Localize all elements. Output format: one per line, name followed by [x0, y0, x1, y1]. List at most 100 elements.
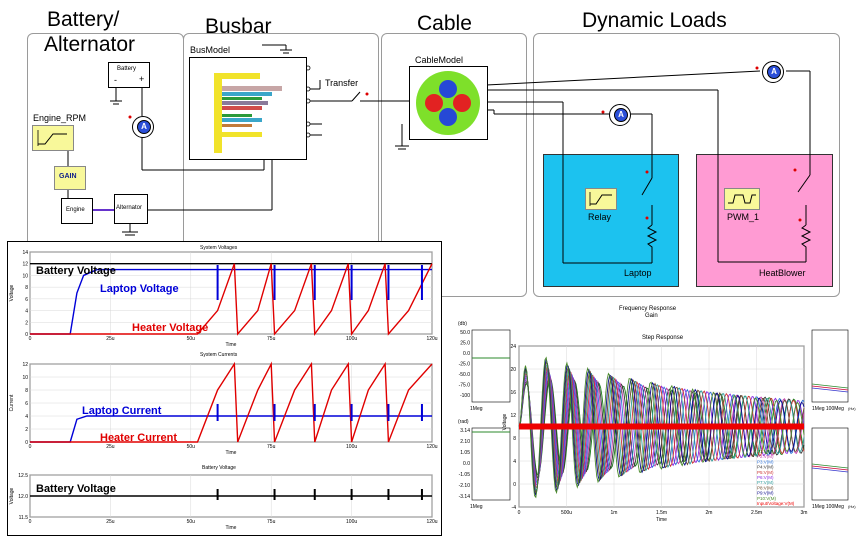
x-tick-label: 75u: [267, 444, 276, 450]
gain-trace: [811, 383, 849, 389]
currents-plot-title: System Currents: [200, 352, 238, 358]
response-trace: [518, 365, 805, 488]
laptop-voltage-label: Laptop Voltage: [100, 283, 179, 295]
x-tick-label: 120u: [426, 519, 437, 525]
section-title-alternator: Alternator: [44, 33, 136, 56]
y-tick-label: -4: [512, 505, 517, 511]
x-tick-label: 100u: [346, 519, 357, 525]
y-tick-label: 24: [510, 344, 516, 350]
rad-tick-label: -3.14: [459, 494, 471, 500]
freq-range-label: 1Meg 100Meg: [812, 504, 844, 510]
gain-subtitle: Gain: [645, 313, 658, 319]
db-tick-label: 0.0: [463, 351, 470, 357]
x-tick-label: 50u: [187, 519, 196, 525]
engine-label: Engine: [66, 207, 85, 213]
x-axis-label: Time: [656, 517, 667, 523]
freq-tick-label: 1Meg: [470, 406, 483, 412]
laptop-load-box[interactable]: [543, 154, 679, 287]
y-tick-label: 4: [25, 414, 28, 420]
cablemodel-block[interactable]: [409, 66, 488, 140]
battery-voltage-label-lower: Battery Voltage: [36, 483, 116, 495]
alternator-label: Alternator: [116, 205, 143, 211]
pwm-label: PWM_1: [727, 212, 760, 222]
battery-block[interactable]: Battery - +: [108, 62, 150, 88]
y-axis-label: Voltage: [9, 284, 15, 301]
y-tick-label: 16: [510, 390, 516, 396]
phase-trace: [811, 463, 849, 469]
rad-tick-label: -1.05: [459, 472, 471, 478]
y-tick-label: 8: [25, 285, 28, 291]
section-title-cable: Cable: [417, 12, 472, 35]
rad-unit-label: (rad): [458, 419, 469, 425]
x-axis-label: Time: [226, 342, 237, 348]
battery-voltage-label: Battery Voltage: [36, 265, 116, 277]
engine-block[interactable]: Engine: [61, 198, 93, 224]
legend-entry: P9:V(M): [757, 491, 774, 496]
laptop-ammeter[interactable]: A: [609, 104, 631, 126]
freq-tick-label: 1Meg: [470, 504, 483, 510]
y-tick-label: 0: [513, 482, 516, 488]
response-trace: [518, 357, 805, 498]
legend-entry: P5:V(M): [757, 470, 774, 475]
y-tick-label: 20: [510, 367, 516, 373]
x-tick-label: 0: [518, 510, 521, 516]
x-tick-label: 75u: [267, 336, 276, 342]
response-trace: [518, 363, 805, 492]
y-tick-label: 12: [510, 413, 516, 419]
engine-rpm-block[interactable]: [32, 125, 74, 151]
x-tick-label: 0: [29, 336, 32, 342]
db-tick-label: 25.0: [460, 341, 470, 347]
y-tick-label: 12: [22, 262, 28, 268]
x-tick-label: 1.5m: [656, 510, 667, 516]
x-tick-label: 3m: [801, 510, 808, 516]
heatblower-ammeter-label: A: [767, 65, 781, 79]
rad-tick-label: 2.10: [460, 439, 470, 445]
response-trace: [518, 356, 805, 499]
busmodel-block[interactable]: [189, 57, 307, 160]
pwm-wave-icon: [728, 194, 756, 204]
db-tick-label: -75.0: [459, 383, 471, 389]
battery-plot-title: Battery Voltage: [202, 465, 236, 471]
gain-trace: [811, 387, 849, 393]
x-axis-label: Time: [226, 525, 237, 531]
x-tick-label: 50u: [187, 336, 196, 342]
x-tick-label: 1m: [611, 510, 618, 516]
transfer-label: Transfer: [325, 78, 359, 88]
busmodel-label: BusModel: [190, 45, 231, 55]
x-tick-label: 100u: [346, 444, 357, 450]
y-tick-label: 12.0: [18, 494, 28, 500]
y-tick-label: 6: [25, 401, 28, 407]
y-tick-label: 14: [22, 250, 28, 256]
battery-ammeter[interactable]: A: [132, 116, 154, 138]
x-tick-label: 25u: [106, 519, 115, 525]
alternator-block[interactable]: Alternator: [114, 194, 148, 224]
step-response-title: Step Response: [642, 335, 684, 341]
y-tick-label: 10: [22, 273, 28, 279]
response-trace: [518, 369, 805, 487]
ramp-icon: [37, 130, 67, 146]
heatblower-load-box[interactable]: [696, 154, 833, 287]
relay-block[interactable]: [585, 188, 617, 210]
y-tick-label: 6: [25, 297, 28, 303]
y-tick-label: 8: [25, 388, 28, 394]
freq-unit-label: (Hz): [848, 504, 856, 509]
db-tick-label: -25.0: [459, 362, 471, 368]
legend-entry: P7:V(M): [757, 480, 774, 485]
heatblower-ammeter[interactable]: A: [762, 61, 784, 83]
laptop-current-label: Laptop Current: [82, 405, 162, 417]
section-title-battery: Battery/: [47, 8, 120, 31]
x-tick-label: 25u: [106, 444, 115, 450]
section-title-dynamic-loads: Dynamic Loads: [582, 9, 727, 32]
pwm-block[interactable]: [724, 188, 760, 210]
busbar-icon: [214, 73, 282, 153]
rad-tick-label: 1.05: [460, 450, 470, 456]
x-axis-label: Time: [226, 450, 237, 456]
frequency-response-title: Frequency Response: [619, 306, 677, 312]
y-tick-label: 0: [25, 332, 28, 338]
legend-entry: P2:V(M): [757, 454, 774, 459]
y-axis-label: Voltage: [502, 413, 508, 430]
gain-block[interactable]: GAIN: [54, 166, 86, 190]
laptop-ammeter-label: A: [614, 108, 628, 122]
laptop-label: Laptop: [624, 268, 652, 278]
